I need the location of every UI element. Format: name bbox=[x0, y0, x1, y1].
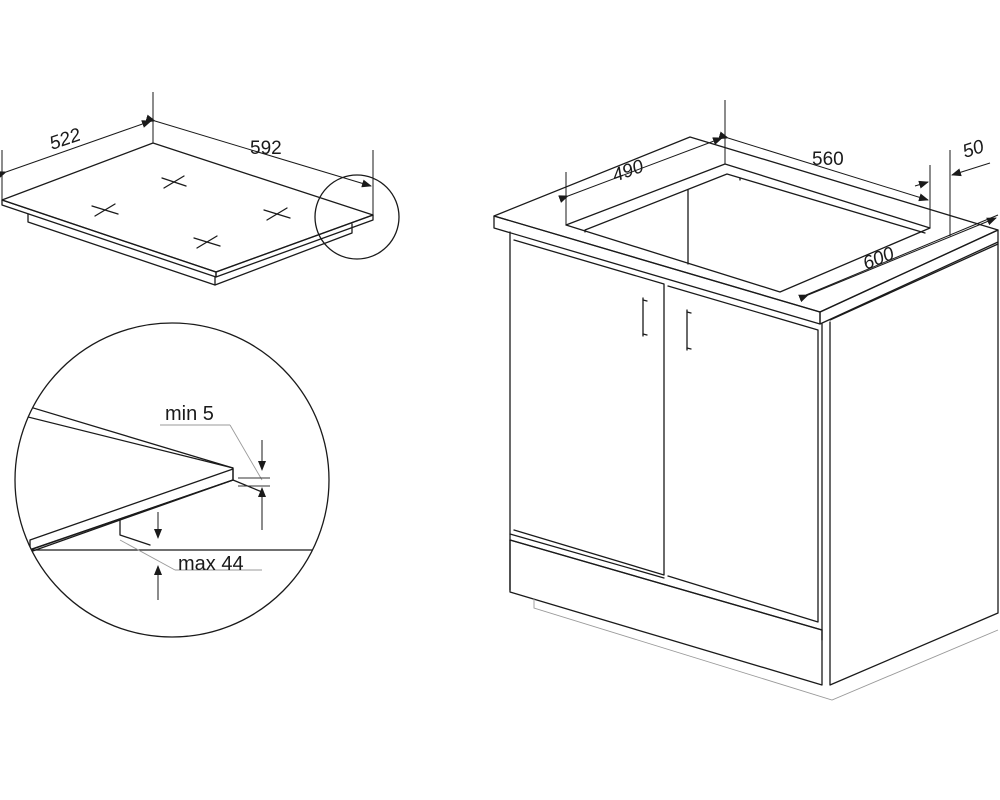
dim-label-50: 50 bbox=[960, 136, 987, 163]
detail-view: min 5 max 44 bbox=[14, 322, 330, 638]
cooking-zone-cross-icon bbox=[91, 203, 119, 217]
worktop-top bbox=[493, 136, 999, 313]
dim-line-522 bbox=[0, 120, 152, 179]
dim-label-560: 560 bbox=[812, 149, 844, 170]
hob-drawing: 522 592 bbox=[0, 92, 400, 286]
dim-label-600: 600 bbox=[860, 243, 898, 275]
cabinet-drawing: 490 560 50 600 bbox=[493, 100, 999, 701]
dim-line-592 bbox=[145, 114, 372, 188]
dim-line-560 bbox=[718, 131, 929, 202]
cabinet-plinth bbox=[509, 539, 823, 686]
dim-line-50 bbox=[914, 180, 929, 189]
door-right bbox=[667, 285, 819, 623]
detail-circle bbox=[14, 322, 330, 638]
door-left bbox=[513, 239, 665, 576]
dim-label-592: 592 bbox=[250, 138, 282, 159]
cabinet-right-side bbox=[829, 241, 999, 686]
door-handle-icon bbox=[686, 309, 692, 351]
max-leader bbox=[119, 539, 176, 571]
floor-shadow bbox=[533, 598, 999, 701]
door-handle-icon bbox=[642, 297, 648, 337]
detail-callout-circle bbox=[314, 174, 400, 260]
dim-line-490 bbox=[558, 137, 723, 203]
dim-line-600 bbox=[798, 217, 997, 303]
max-label: max 44 bbox=[178, 553, 244, 575]
worktop-right-edge bbox=[819, 229, 999, 325]
hob-top-surface bbox=[1, 142, 374, 273]
worktop-front-edge bbox=[493, 215, 821, 325]
dim-label-522: 522 bbox=[47, 124, 84, 154]
cooking-zone-cross-icon bbox=[161, 175, 187, 189]
cooking-zone-cross-icon bbox=[263, 207, 291, 221]
hob-right-edge bbox=[215, 214, 374, 278]
min-label: min 5 bbox=[165, 403, 214, 425]
cooking-zone-cross-icon bbox=[193, 235, 221, 249]
dim-label-490: 490 bbox=[610, 156, 647, 187]
